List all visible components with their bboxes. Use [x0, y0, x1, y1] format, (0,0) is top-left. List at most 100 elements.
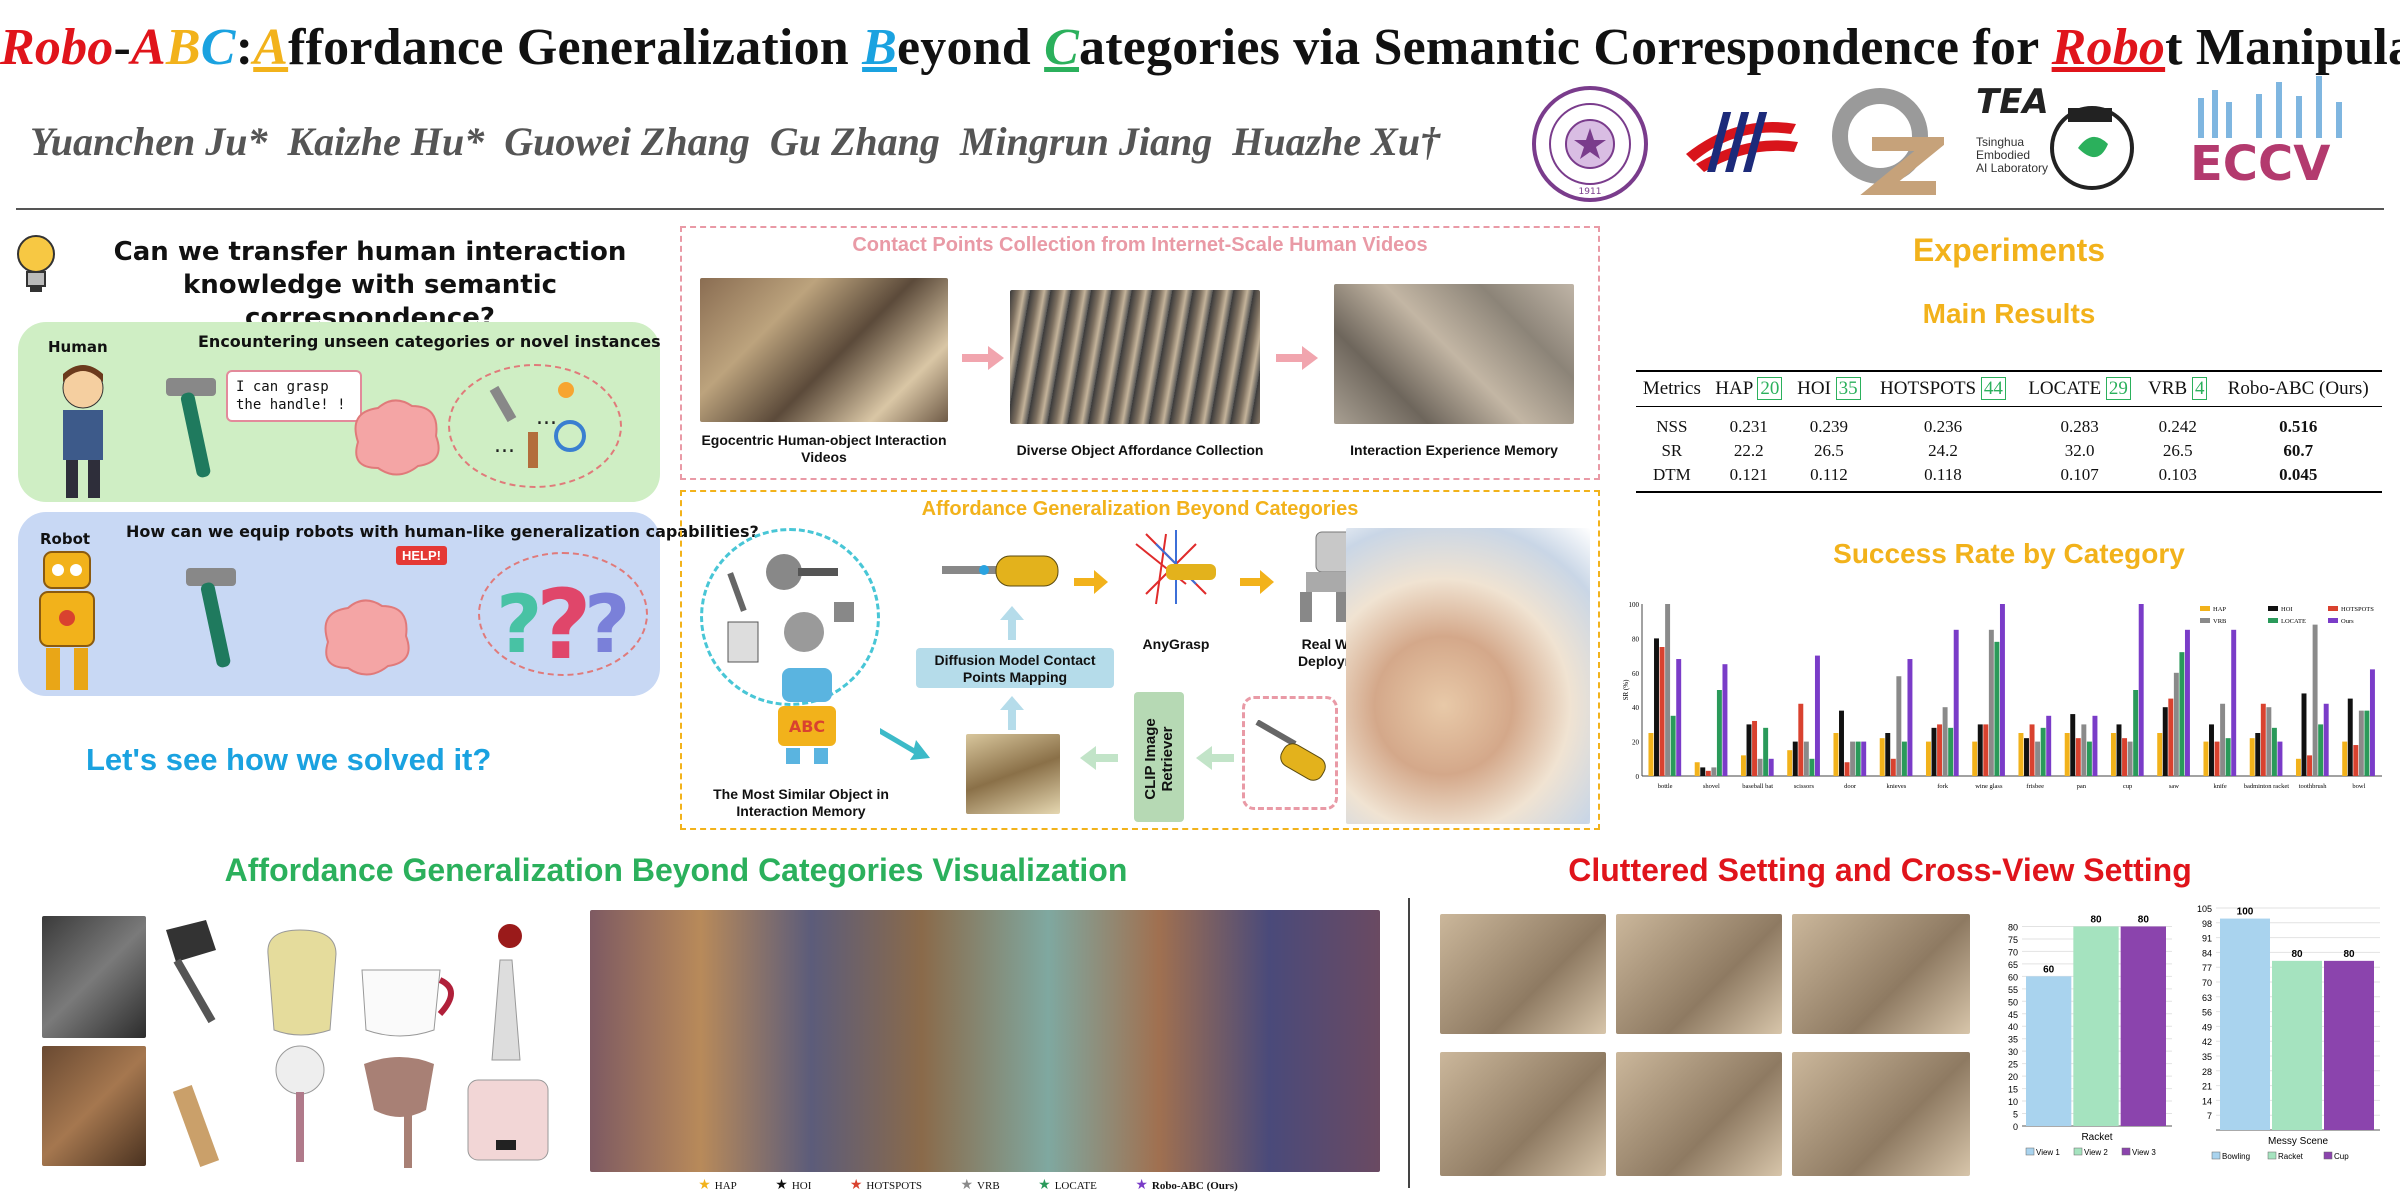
screwdriver-icon — [942, 555, 1059, 587]
star-icon: ★ — [960, 1178, 974, 1193]
chart-bar — [2318, 724, 2324, 776]
chart-bar — [2073, 926, 2119, 1126]
title-affordance: ffordance Generalization — [288, 19, 863, 76]
table-cell: 22.2 — [1733, 441, 1764, 460]
eccv-wordmark: ECCV — [2190, 136, 2330, 190]
chart-bar — [2070, 714, 2076, 776]
robot-panel-title: How can we equip robots with human-like … — [126, 522, 759, 541]
citation[interactable]: 35 — [1835, 377, 1861, 400]
chart-bar — [2110, 733, 2116, 776]
chart-bar — [2307, 755, 2313, 776]
legend-label: HOTSPOTS — [2341, 606, 2374, 613]
poster-title: Robo-ABC:Affordance Generalization Beyon… — [0, 18, 2400, 77]
chart-bar — [2260, 703, 2266, 776]
y-tick-label: 21 — [2202, 1082, 2212, 1092]
x-axis-label: Messy Scene — [2268, 1136, 2328, 1147]
chart-bar — [1787, 750, 1793, 776]
chart-bar — [2127, 741, 2133, 776]
chart-bar — [1937, 724, 1943, 776]
citation[interactable]: 20 — [1757, 377, 1783, 400]
chart-bar — [1907, 659, 1913, 776]
y-tick-label: 63 — [2202, 993, 2212, 1003]
table-header: Robo-ABC (Ours) — [2214, 370, 2382, 407]
chart-bar — [2116, 724, 2122, 776]
y-tick-label: 75 — [2008, 935, 2018, 945]
author: Huazhe Xu† — [1232, 119, 1441, 164]
caption-affordance-collection: Diverse Object Affordance Collection — [1016, 442, 1264, 458]
y-tick-label: 60 — [2008, 972, 2018, 982]
citation[interactable]: 44 — [1980, 377, 2006, 400]
svg-text:?: ? — [496, 578, 542, 670]
x-tick-label: shovel — [1703, 783, 1720, 790]
chart-bar — [2272, 960, 2322, 1130]
drawer-closeup-photo — [42, 1046, 146, 1166]
chart-bar — [1988, 629, 1994, 776]
chart-bar — [2353, 745, 2359, 776]
chart-bar — [2295, 758, 2301, 776]
brain-icon — [354, 399, 440, 476]
author: Yuanchen Ju* — [30, 119, 268, 164]
y-tick-label: 25 — [2008, 1060, 2018, 1070]
heatmap-visualization-grid — [590, 910, 1380, 1172]
human-panel-title: Encountering unseen categories or novel … — [198, 332, 661, 351]
query-object-frame — [1242, 696, 1338, 810]
y-tick-label: 91 — [2202, 934, 2212, 944]
tools-cluster — [448, 364, 622, 488]
header-text: Robo-ABC (Ours) — [2227, 378, 2369, 399]
clip-retriever-label: CLIP Image Retriever — [1142, 718, 1176, 800]
y-tick-label: 77 — [2202, 963, 2212, 973]
chart-bar — [1833, 733, 1839, 776]
chart-bar — [1746, 724, 1752, 776]
chart-bar — [2214, 741, 2220, 776]
legend-swatch — [2200, 618, 2210, 623]
chart-bar — [1716, 690, 1722, 776]
table-header: LOCATE 29 — [2018, 370, 2142, 407]
bottom-divider — [1408, 898, 1410, 1188]
legend-swatch — [2200, 606, 2210, 611]
table-cell: 26.5 — [1814, 441, 1844, 460]
y-axis-label: SR (%) — [1622, 679, 1630, 700]
kitchen-objects-icon — [727, 554, 854, 663]
chart-bar — [2138, 604, 2144, 776]
y-tick-label: 65 — [2008, 960, 2018, 970]
legend-item: ★HOTSPOTS — [850, 1177, 922, 1194]
tea-sub-line: AI Laboratory — [1976, 161, 2049, 175]
arrow-right-icon — [1240, 570, 1274, 594]
legend-item: ★HAP — [698, 1177, 737, 1194]
chart-bar — [1879, 738, 1885, 776]
chart-bar — [1844, 762, 1850, 776]
legend-label: Bowling — [2222, 1152, 2250, 1161]
cluttered-scene-photo — [1792, 914, 1970, 1034]
x-tick-label: pan — [2077, 783, 2087, 790]
x-tick-label: fork — [1937, 783, 1949, 790]
table-header: HOI 35 — [1789, 370, 1868, 407]
cluttered-scene-photo — [1440, 914, 1606, 1034]
legend-swatch — [2328, 606, 2338, 611]
chart-bar — [1999, 604, 2005, 776]
chart-bar — [2271, 727, 2277, 776]
author: Kaizhe Hu* — [287, 119, 485, 164]
chart-bar — [2179, 652, 2185, 776]
chart-bar — [2024, 738, 2029, 776]
header-text: HAP — [1715, 378, 1753, 399]
legend-swatch — [2323, 1151, 2333, 1160]
chart-bar — [2220, 703, 2226, 776]
chart-bar — [2029, 724, 2035, 776]
arrow-diag-icon — [880, 728, 930, 760]
table-cell: 0.239 — [1809, 417, 1849, 436]
chart-bar — [1740, 755, 1746, 776]
chart-bar — [2026, 976, 2072, 1126]
table-cell: 0.121 — [1707, 463, 1790, 493]
table-cell: SR — [1661, 441, 1683, 460]
citation[interactable]: 4 — [2191, 377, 2208, 400]
table-header: Metrics — [1636, 370, 1708, 407]
citation[interactable]: 29 — [2105, 377, 2131, 400]
y-tick-label: 20 — [2008, 1072, 2018, 1082]
y-tick-label: 14 — [2202, 1096, 2212, 1106]
lightbulb-icon — [17, 235, 55, 292]
chart-bar — [2035, 741, 2041, 776]
affordance-collection-stack — [1010, 290, 1260, 424]
chart-bar — [2018, 733, 2024, 776]
